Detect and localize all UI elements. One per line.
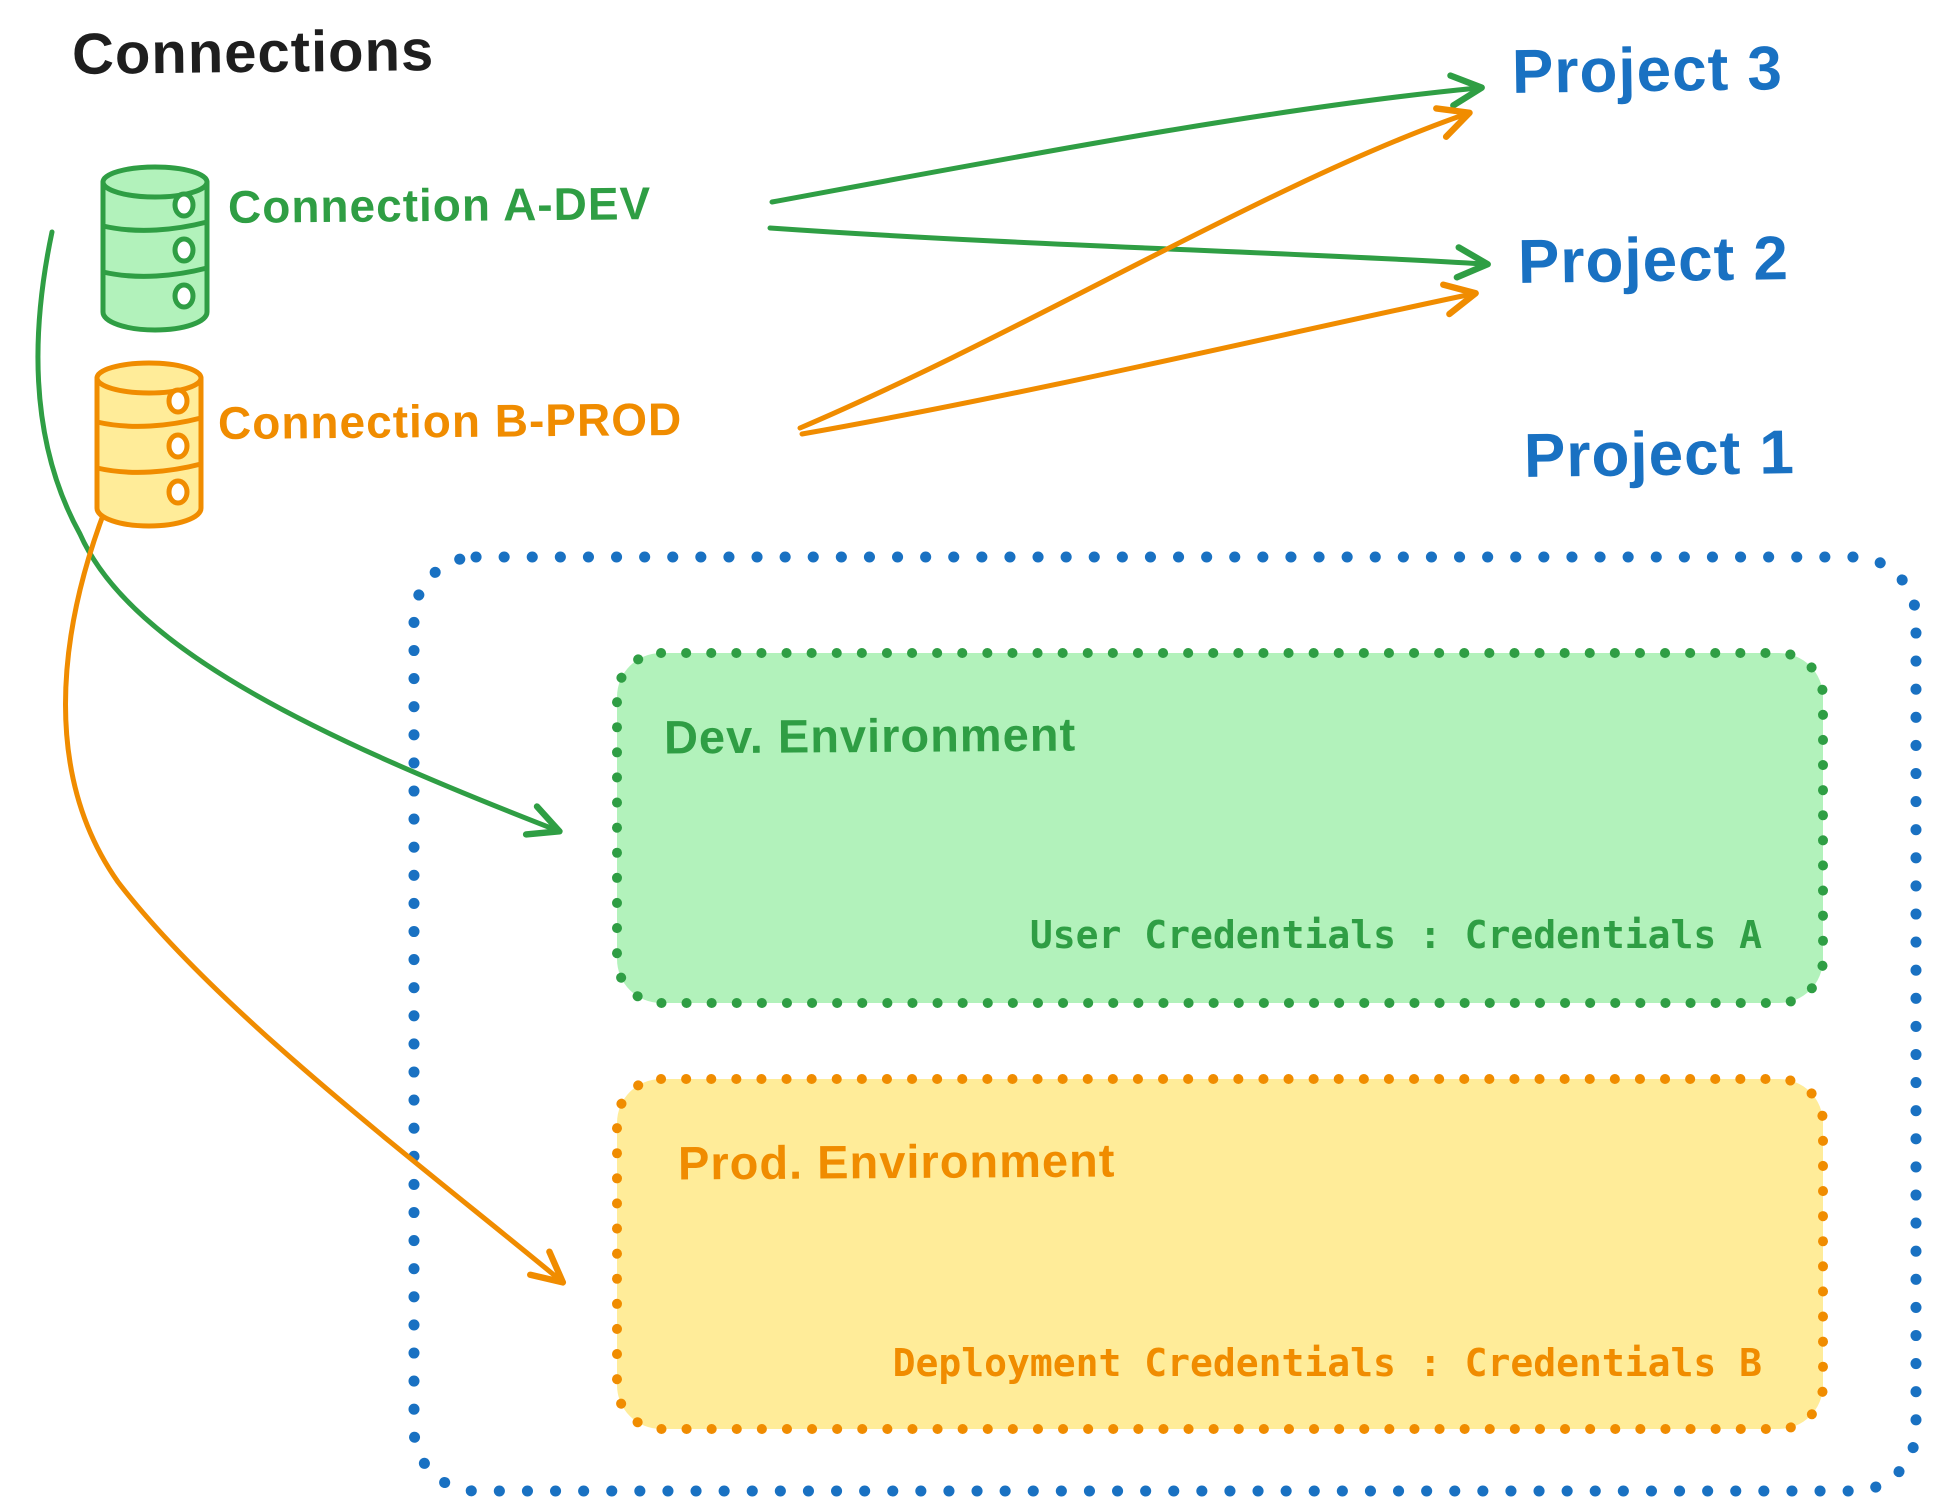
dev-environment-title: Dev. Environment	[663, 707, 1077, 764]
arrow-b-prod-to-prod-environment	[63, 489, 567, 1286]
dev-environment-box	[612, 648, 1828, 1008]
dev-environment-credentials: User Credentials : Credentials A	[1029, 913, 1762, 957]
project-2-label: Project 2	[1517, 224, 1790, 297]
project1-box	[408, 551, 1922, 1497]
arrow-a-dev-to-project2	[767, 225, 1491, 281]
prod-environment-title: Prod. Environment	[677, 1133, 1116, 1190]
database-icon-b-prod	[88, 354, 210, 532]
arrow-b-prod-to-project2	[799, 281, 1479, 437]
database-cylinder-icon	[94, 360, 204, 529]
database-icon-a-dev	[94, 158, 216, 336]
project-3-label: Project 3	[1511, 34, 1784, 107]
arrow-a-dev-to-dev-environment	[35, 229, 563, 838]
arrow-b-prod-to-project3	[797, 105, 1473, 431]
prod-environment-credentials: Deployment Credentials : Credentials B	[892, 1341, 1762, 1385]
connection-a-dev-label: Connection A-DEV	[227, 177, 652, 233]
database-cylinder-icon	[100, 164, 210, 333]
prod-environment-box	[612, 1074, 1828, 1434]
arrow-a-dev-to-project3	[769, 72, 1485, 205]
project-1-label: Project 1	[1523, 418, 1796, 491]
connection-b-prod-label: Connection B-PROD	[217, 392, 683, 450]
diagram-title: Connections	[71, 18, 435, 87]
